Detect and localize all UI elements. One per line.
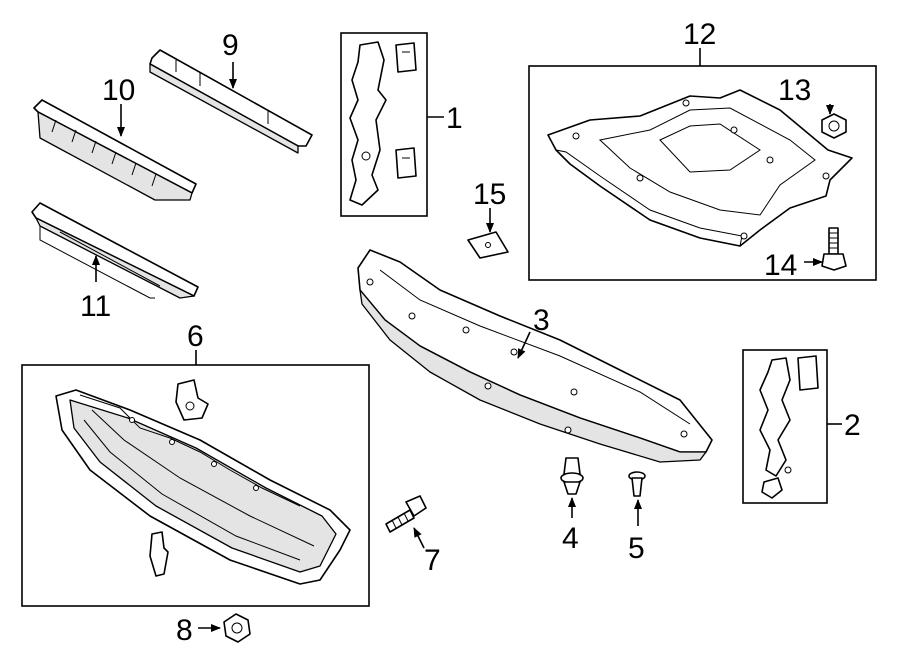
callout-7: 7 (424, 544, 441, 577)
part-6-lower-grille[interactable] (55, 389, 351, 585)
callout-15: 15 (473, 178, 506, 211)
part-15-pad[interactable] (467, 231, 509, 259)
part-8-nut[interactable] (223, 613, 251, 643)
callout-1: 1 (446, 102, 463, 135)
callout-12: 12 (683, 18, 716, 51)
callout-13: 13 (778, 74, 811, 107)
part-6-clip-upper[interactable] (175, 379, 209, 421)
part-6-clip-lower[interactable] (149, 531, 169, 577)
part-11-lower-deflector[interactable] (31, 202, 199, 299)
callout-11: 11 (80, 290, 111, 323)
callout-14: 14 (764, 249, 797, 282)
part-9-air-deflector-rail[interactable] (149, 49, 313, 154)
part-7-bolt[interactable] (385, 495, 427, 533)
part-2-frame (742, 349, 828, 504)
callout-2: 2 (844, 409, 861, 442)
callout-8: 8 (176, 614, 193, 647)
part-3-front-air-deflector[interactable] (357, 249, 713, 463)
part-14-bolt[interactable] (821, 227, 847, 271)
part-1-bracket[interactable] (349, 41, 417, 206)
part-5-rivet[interactable] (628, 471, 646, 497)
callout-10: 10 (102, 74, 135, 107)
callout-6: 6 (187, 320, 204, 353)
part-2-bracket[interactable] (759, 355, 819, 499)
part-13-nut[interactable] (821, 113, 847, 139)
leader-3 (517, 331, 531, 359)
leader-7 (413, 527, 425, 549)
callout-3: 3 (533, 304, 550, 337)
part-10-seal-strip[interactable] (33, 99, 197, 201)
callout-9: 9 (222, 29, 239, 62)
part-12-frame (528, 65, 877, 281)
part-4-push-pin[interactable] (560, 457, 584, 495)
part-1-frame (340, 32, 428, 217)
part-12-engine-undertray[interactable] (547, 89, 853, 247)
callout-4: 4 (562, 522, 579, 555)
callout-5: 5 (628, 532, 645, 565)
